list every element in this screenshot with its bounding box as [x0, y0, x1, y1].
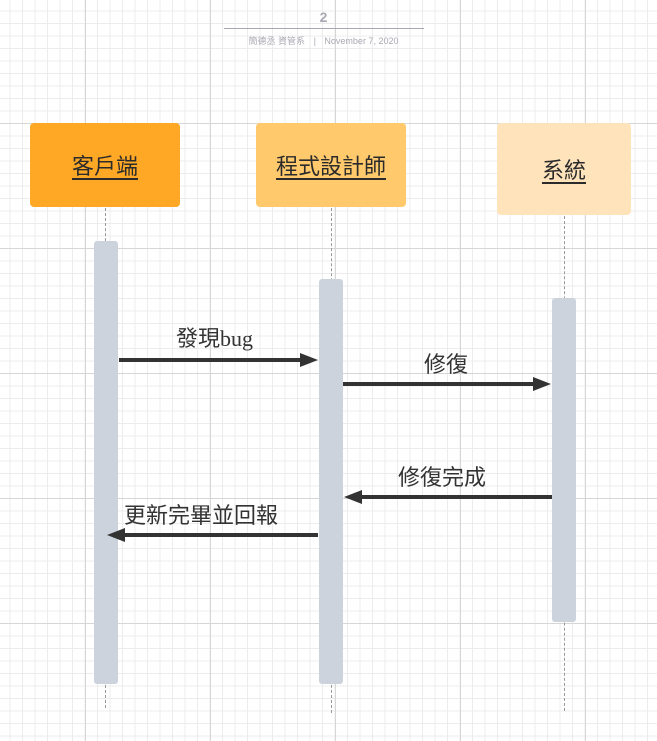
activation-client [94, 241, 118, 684]
activation-developer [319, 279, 343, 684]
date-label: November 7, 2020 [324, 36, 399, 46]
actor-developer-label: 程式設計師 [275, 154, 386, 179]
actor-client[interactable]: 客戶端 [30, 123, 180, 207]
actor-client-label: 客戶端 [71, 154, 138, 179]
page-header: 2 簡德丞 資管系 | November 7, 2020 [0, 0, 657, 50]
message-update-report: 更新完畢並回報 [124, 503, 279, 528]
header-rule [224, 28, 424, 29]
activation-system [552, 298, 576, 622]
arrow-fix-done [344, 490, 552, 504]
author-label: 簡德丞 資管系 [248, 36, 306, 46]
meta-separator: | [313, 36, 316, 46]
arrow-report-bug [119, 353, 318, 367]
message-fix-done: 修復完成 [398, 465, 487, 490]
actor-system-label: 系統 [541, 158, 586, 183]
message-fix: 修復 [424, 352, 469, 377]
page-number: 2 [319, 9, 328, 25]
page-meta: 簡德丞 資管系 | November 7, 2020 [0, 34, 647, 47]
arrow-fix [343, 377, 551, 391]
actor-system[interactable]: 系統 [497, 123, 631, 215]
message-report-bug: 發現bug [176, 326, 254, 351]
arrow-update-report [107, 528, 318, 542]
actor-developer[interactable]: 程式設計師 [256, 123, 406, 207]
